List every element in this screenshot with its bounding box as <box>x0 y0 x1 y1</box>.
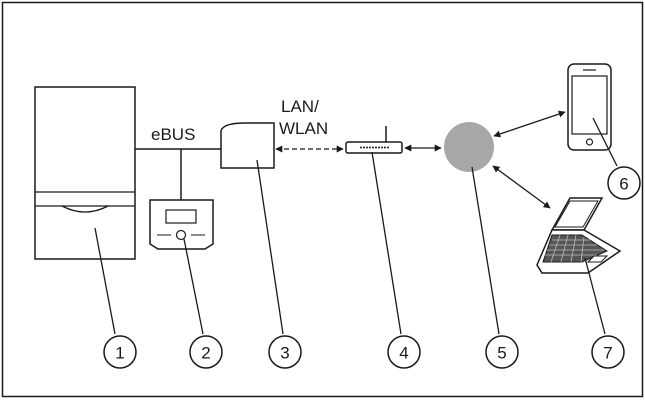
ebus-wiring <box>135 148 221 200</box>
router <box>345 126 403 154</box>
callout-6-label: 6 <box>619 175 628 194</box>
ebus-label: eBUS <box>151 125 195 144</box>
callout-2-label: 2 <box>201 344 210 363</box>
callout-1-label: 1 <box>115 344 124 363</box>
callout-1: 1 <box>103 335 137 369</box>
callout-6: 6 <box>607 166 641 200</box>
callout-3-label: 3 <box>280 344 289 363</box>
callout-4-label: 4 <box>399 344 408 363</box>
smartphone-home-button <box>585 138 594 146</box>
laptop-keys <box>545 234 604 263</box>
callout-5-label: 5 <box>497 344 506 363</box>
boiler-unit <box>34 86 136 260</box>
laptop <box>536 197 622 274</box>
cloud-smartphone-connection <box>493 110 566 138</box>
internet-cloud <box>444 122 494 172</box>
callout-7: 7 <box>591 335 625 369</box>
callout-leaders <box>94 117 618 335</box>
internet-module <box>220 122 275 169</box>
diagram-frame <box>1 1 644 398</box>
wlan-label: WLAN <box>279 119 328 138</box>
router-leds <box>360 146 389 149</box>
callout-4: 4 <box>387 335 421 369</box>
smartphone-screen <box>571 75 608 135</box>
callout-5: 5 <box>485 335 519 369</box>
callout-7-label: 7 <box>603 344 612 363</box>
controller-dial <box>175 229 187 241</box>
callout-2: 2 <box>189 335 223 369</box>
laptop-touchpad <box>586 255 609 263</box>
room-controller <box>149 199 214 250</box>
smartphone <box>567 63 612 151</box>
controller-display <box>165 209 197 224</box>
laptop-screen <box>550 197 604 231</box>
lan-label: LAN/ <box>281 97 319 116</box>
cloud-laptop-connection <box>492 165 551 209</box>
callout-3: 3 <box>268 335 302 369</box>
